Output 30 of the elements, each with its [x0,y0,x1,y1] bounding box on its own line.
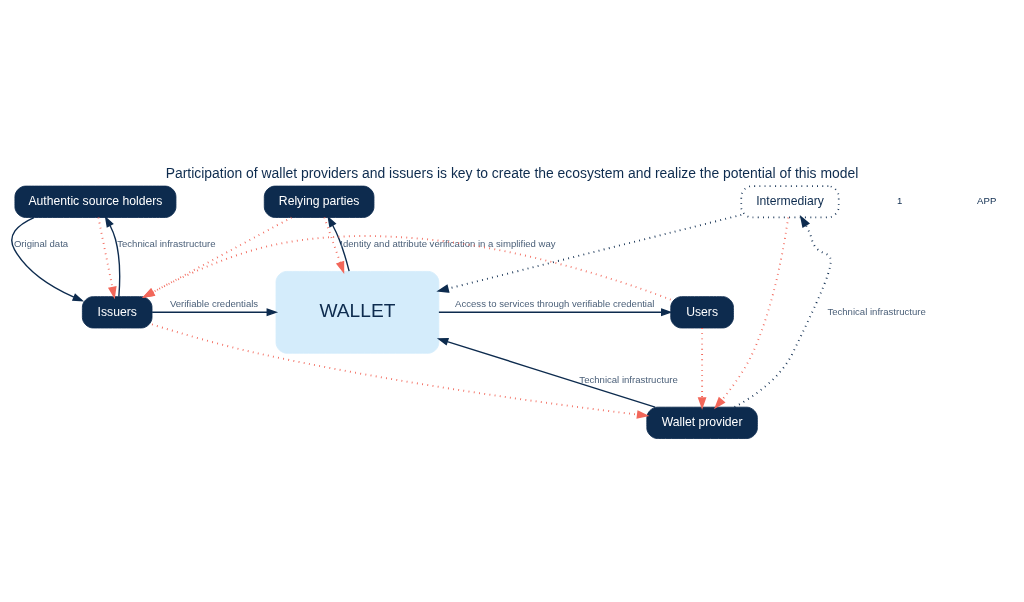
arrow [697,327,707,410]
label: APP [977,195,997,207]
edge-label: Technical infrastructure [579,373,678,385]
arrow [151,308,279,317]
node-box: Issuers [81,296,153,329]
arrow [11,216,85,302]
arrow [97,216,117,300]
diagram-title: Participation of wallet providers and issuers is key to create the ecosystem and realize the potential of this model [165,165,859,182]
node-box: Authentic source holders [14,185,177,218]
edge-label: Technical infrastructure [827,305,926,317]
arrow [151,323,650,419]
edge-label: Original data [13,237,69,249]
arrow [323,216,345,274]
label: 1 [897,195,903,207]
node-box: Wallet provider [646,406,758,439]
edge-label: Verifiable credentials [169,297,259,309]
arrow [714,216,790,410]
node-box: WALLET [275,270,440,354]
edge-label: Identity and attribute verification in a simplified way [340,237,556,249]
node-box: Intermediary [740,185,840,219]
node-box: Users [670,296,734,329]
arrow [436,213,743,293]
arrow [733,214,832,409]
arrow [104,215,121,298]
edge-label: Access to services through verifiable credential [455,297,655,309]
arrow [436,337,656,408]
arrow [327,215,350,272]
node-box: Relying parties [263,185,375,218]
arrow [438,308,673,317]
edge-label: Technical infrastructure [117,237,216,249]
